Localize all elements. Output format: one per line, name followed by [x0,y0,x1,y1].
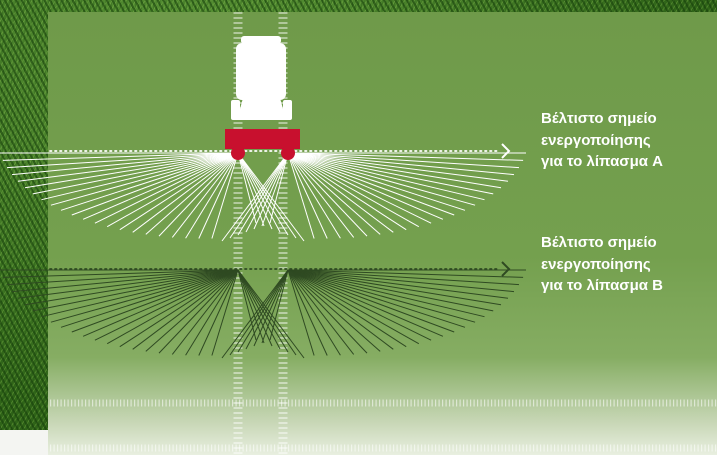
wheel-tracks [233,12,288,455]
spread-pattern-fertilizer-b [0,269,526,359]
diagram-panel [48,12,717,455]
activation-label-fertilizer-b: Βέλτιστο σημείο ενεργοποίησης για το λίπ… [541,234,663,294]
activation-label-fertilizer-a: Βέλτιστο σημείο ενεργοποίησης για το λίπ… [541,110,663,170]
spreader-tractor-icon [225,36,300,160]
chevron-right-icon [501,143,511,159]
chevron-right-icon [501,261,511,277]
spread-pattern-fertilizer-a [0,152,526,242]
field-tramlines [50,399,717,452]
